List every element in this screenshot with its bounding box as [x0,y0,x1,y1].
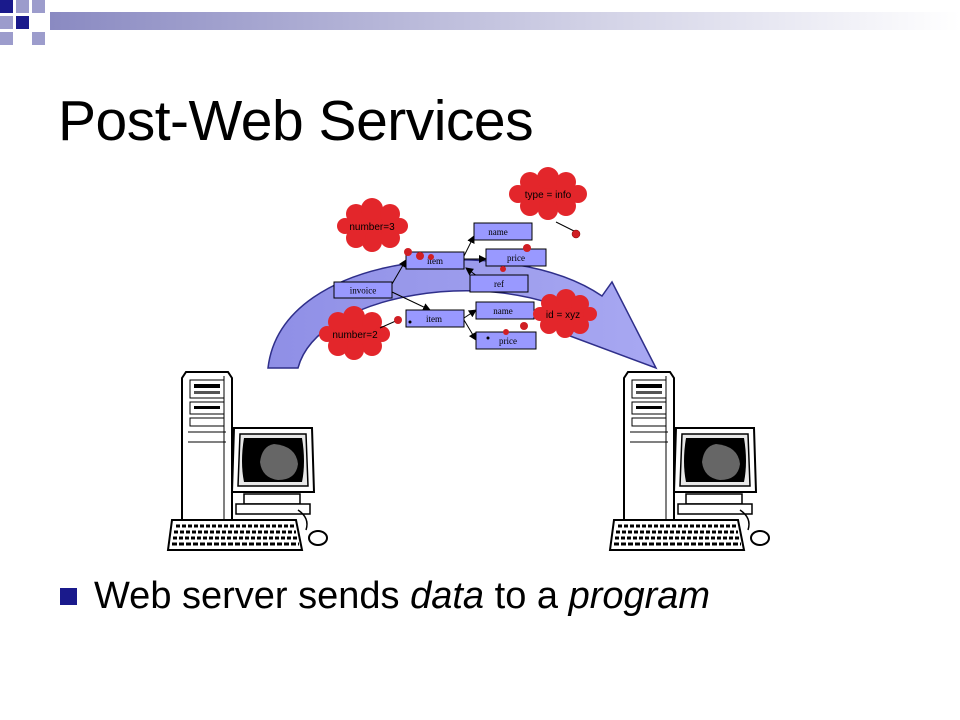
attribute-cloud-number-top: number=3 [337,198,424,260]
client-computer-icon [608,370,771,552]
node-label: price [507,253,525,263]
corner-square [0,32,13,45]
cloud-label: number=2 [332,330,378,341]
attribute-cloud-type: type = info [509,167,587,239]
node-label: name [493,306,513,316]
node-name-bottom: name [475,301,535,320]
connector-dots [428,244,531,335]
header-gradient-bar [50,12,960,30]
node-label: invoice [350,286,377,296]
node-invoice: invoice [333,281,393,299]
corner-square [32,0,45,13]
corner-square [16,16,29,29]
bullet-point: Web server sends data to a program [60,574,710,618]
bullet-text-emphasis: program [568,574,711,617]
bullet-text: Web server sends data to a program [94,575,710,618]
cloud-label: type = info [525,190,572,201]
node-item-bottom: item [405,309,465,328]
node-label: price [499,336,517,346]
corner-square [32,32,45,45]
node-label: ref [494,279,504,289]
bullet-text-middle: to a [484,574,569,617]
corner-square [0,0,13,13]
attribute-cloud-id: id = xyz [520,289,597,338]
node-label: item [427,256,443,266]
bullet-text-emphasis: data [410,574,485,617]
corner-decoration [0,0,960,45]
node-label: name [488,227,508,237]
cloud-label: id = xyz [546,310,580,321]
node-label: item [426,314,442,324]
node-price-top: price [485,248,547,267]
node-ref: ref [469,274,529,293]
bullet-square-icon [60,587,77,605]
node-name-top: name [473,222,533,241]
server-computer-icon [166,370,329,552]
corner-square [16,0,29,13]
corner-square [0,16,13,29]
node-item-top: item [405,251,465,270]
attribute-cloud-number-bottom: number=2 [319,306,412,360]
cloud-label: number=3 [349,222,395,233]
bullet-text-prefix: Web server sends [94,574,411,617]
slide-title: Post-Web Services [58,89,534,153]
